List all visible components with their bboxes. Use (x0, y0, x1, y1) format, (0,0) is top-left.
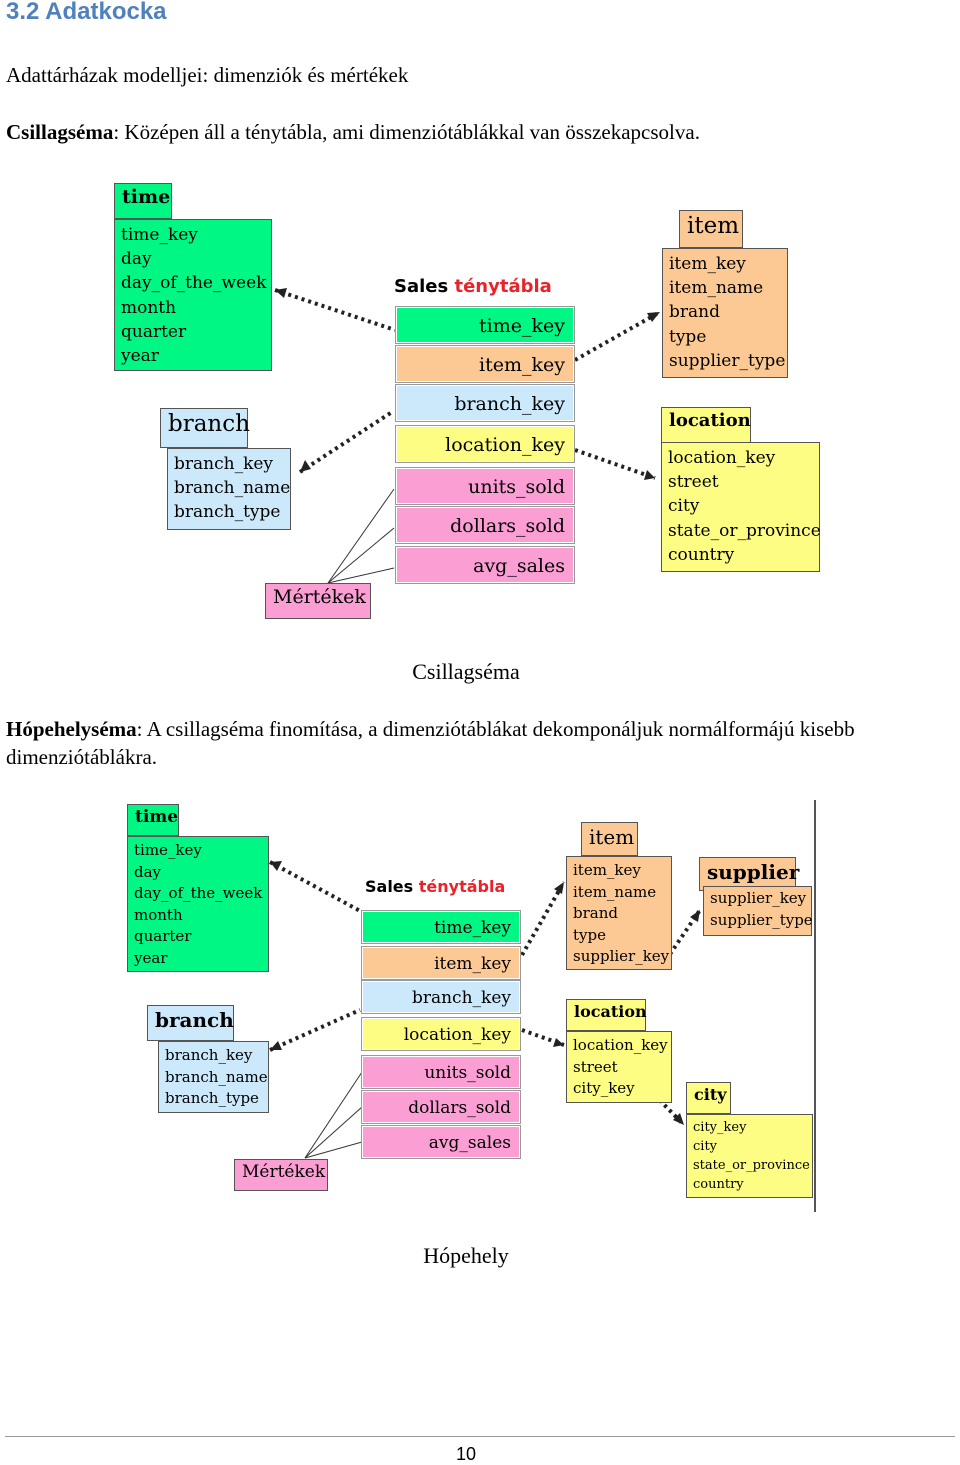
item-field: item_name (669, 278, 764, 299)
location-table: location_key street city state_or_provin… (661, 442, 821, 572)
time-field: month (134, 905, 183, 924)
item-field: item_name (573, 882, 657, 901)
time-field: year (121, 346, 159, 367)
time-table: time_key day day_of_the_week month quart… (127, 836, 269, 972)
time-field: day (121, 249, 152, 270)
supplier-field: supplier_key (710, 889, 807, 907)
fact-row: branch_key (362, 981, 520, 1013)
branch-field: branch_type (165, 1089, 259, 1107)
branch-field: branch_name (165, 1067, 268, 1086)
branch-field: branch_type (174, 502, 281, 523)
fact-row: avg_sales (362, 1126, 520, 1158)
fact-row: item_key (396, 346, 574, 382)
fact-row: units_sold (362, 1056, 520, 1088)
fact-row: dollars_sold (396, 507, 574, 543)
snowflake-caption: Hópehely (423, 1243, 509, 1268)
snowflake-connectors (269, 800, 816, 1212)
sales-prefix: Sales (394, 276, 449, 297)
location-field: street (573, 1057, 618, 1076)
fact-row: item_key (362, 947, 520, 979)
fact-row: units_sold (396, 468, 574, 504)
branch-table: branch_key branch_name branch_type (158, 1041, 269, 1113)
star-paragraph: Csillagséma: Középen áll a ténytábla, am… (6, 118, 700, 146)
time-field: time_key (121, 225, 198, 245)
item-table-title: item (581, 822, 638, 856)
time-field: day (134, 862, 162, 881)
measures-label: Mértékek (234, 1159, 328, 1191)
location-field: city (668, 496, 700, 517)
time-field: month (121, 297, 177, 318)
snowflake-text: : A csillagséma finomítása, a dimenziótá… (6, 717, 855, 769)
location-table: location_key street city_key (566, 1031, 672, 1103)
item-field: supplier_type (669, 350, 786, 371)
branch-field: branch_key (165, 1046, 253, 1064)
item-field: item_key (573, 861, 641, 879)
sales-suffix: ténytábla (454, 276, 552, 297)
supplier-field: supplier_type (710, 910, 813, 929)
fact-row: location_key (396, 426, 574, 462)
city-field: city (693, 1139, 718, 1154)
star-text: : Középen áll a ténytábla, ami dimenziót… (113, 120, 700, 144)
sales-fact-title: Sales ténytábla (365, 877, 505, 896)
supplier-table: supplier_key supplier_type (703, 886, 813, 936)
sales-fact-title: Sales ténytábla (394, 276, 552, 297)
time-table: time_key day day_of_the_week month quart… (114, 219, 272, 371)
fact-row: time_key (362, 911, 520, 943)
location-field: street (668, 472, 719, 493)
fact-row: dollars_sold (362, 1091, 520, 1123)
item-field: item_key (669, 254, 746, 274)
branch-table-title: branch (160, 408, 250, 448)
location-field: location_key (668, 448, 776, 468)
item-table-title: item (679, 210, 743, 248)
time-field: quarter (121, 321, 187, 342)
star-label: Csillagséma (6, 120, 114, 144)
city-field: state_or_province (693, 1158, 810, 1173)
star-caption: Csillagséma (412, 659, 520, 684)
item-field: type (669, 326, 707, 347)
fact-row: branch_key (396, 385, 574, 421)
intro-text: Adattárházak modelljei: dimenziók és mér… (6, 63, 409, 87)
location-field: country (668, 544, 735, 565)
time-field: day_of_the_week (134, 884, 263, 902)
fact-row: time_key (396, 307, 574, 343)
snowflake-paragraph: Hópehelyséma: A csillagséma finomítása, … (6, 715, 946, 771)
item-table: item_key item_name brand type supplier_t… (662, 248, 788, 378)
location-table-title: location (661, 407, 751, 443)
page-number: 10 (455, 1444, 477, 1464)
item-table: item_key item_name brand type supplier_k… (566, 856, 672, 970)
snowflake-label: Hópehelyséma (6, 717, 137, 741)
time-table-title: time (127, 804, 179, 836)
item-field: supplier_key (573, 947, 670, 965)
city-table: city_key city state_or_province country (686, 1114, 813, 1198)
fact-row: avg_sales (396, 547, 574, 583)
city-table-title: city (686, 1082, 731, 1114)
star-connectors (274, 288, 661, 584)
branch-table: branch_key branch_name branch_type (167, 448, 291, 530)
branch-field: branch_name (174, 478, 291, 499)
item-field: brand (669, 302, 720, 323)
section-heading: 3.2 Adatkocka (6, 0, 167, 25)
measures-label: Mértékek (265, 583, 371, 619)
item-field: brand (573, 904, 618, 922)
sales-suffix: ténytábla (418, 877, 506, 896)
time-field: quarter (134, 927, 192, 945)
fact-row: location_key (362, 1018, 520, 1050)
time-field: day_of_the_week (121, 273, 267, 294)
footer-divider (5, 1436, 955, 1437)
branch-table-title: branch (147, 1005, 234, 1041)
location-field: state_or_province (668, 520, 821, 541)
item-field: type (573, 925, 606, 944)
supplier-table-title: supplier (699, 857, 799, 891)
time-field: time_key (134, 841, 202, 859)
time-field: year (134, 948, 168, 967)
location-field: city_key (573, 1079, 635, 1097)
location-table-title: location (566, 999, 647, 1031)
city-field: city_key (693, 1120, 747, 1135)
sales-prefix: Sales (365, 877, 414, 896)
city-field: country (693, 1177, 744, 1192)
branch-field: branch_key (174, 454, 274, 474)
time-table-title: time (114, 183, 172, 219)
location-field: location_key (573, 1036, 668, 1054)
